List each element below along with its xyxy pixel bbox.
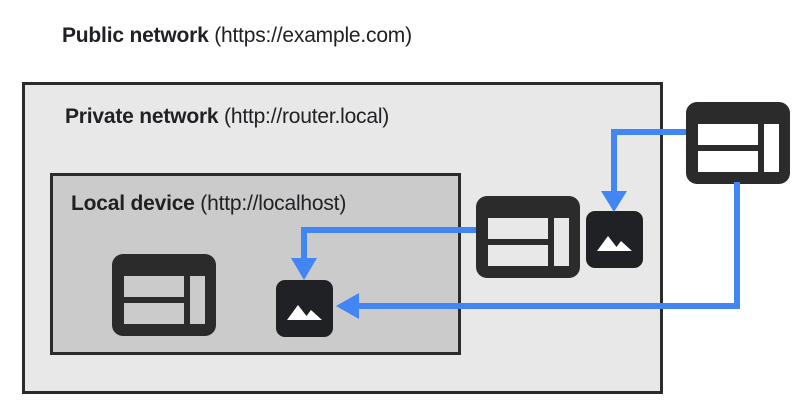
browser-window-icon-private-network [476, 196, 580, 278]
arrow-router-to-local-image [291, 227, 476, 280]
image-mountain-glyph [597, 236, 632, 251]
browser-pane-side [190, 276, 205, 324]
browser-pane-top [488, 218, 548, 239]
browser-pane-bottom [698, 151, 758, 172]
image-frame [586, 211, 643, 268]
private-network-label-origin: (http://router.local) [218, 105, 390, 128]
browser-pane-bottom [488, 245, 548, 266]
image-frame [276, 280, 333, 337]
image-placeholder-icon-local-device [276, 280, 333, 337]
public-network-label-origin: (https://example.com) [208, 24, 412, 47]
browser-pane-top [698, 124, 758, 145]
image-mountain-glyph [287, 305, 322, 320]
public-network-label: Public network (https://example.com) [62, 24, 412, 48]
public-network-label-bold: Public network [62, 24, 209, 47]
browser-window-icon-local-device [112, 254, 216, 336]
browser-pane-side [554, 218, 569, 266]
arrow-public-to-local-image [336, 182, 740, 319]
browser-pane-top [124, 276, 184, 297]
private-network-label-bold: Private network [65, 105, 219, 128]
private-network-label: Private network (http://router.local) [65, 105, 389, 129]
browser-pane-side [764, 124, 779, 172]
browser-pane-bottom [124, 303, 184, 324]
local-device-label-bold: Local device [71, 192, 195, 215]
private-network-zone: Private network (http://router.local) Lo… [22, 82, 663, 394]
arrow-public-to-private-image [601, 129, 686, 212]
local-device-label: Local device (http://localhost) [71, 192, 346, 216]
browser-window-icon-public-network [686, 102, 790, 184]
local-device-label-origin: (http://localhost) [194, 192, 347, 215]
image-placeholder-icon-private-network [586, 211, 643, 268]
